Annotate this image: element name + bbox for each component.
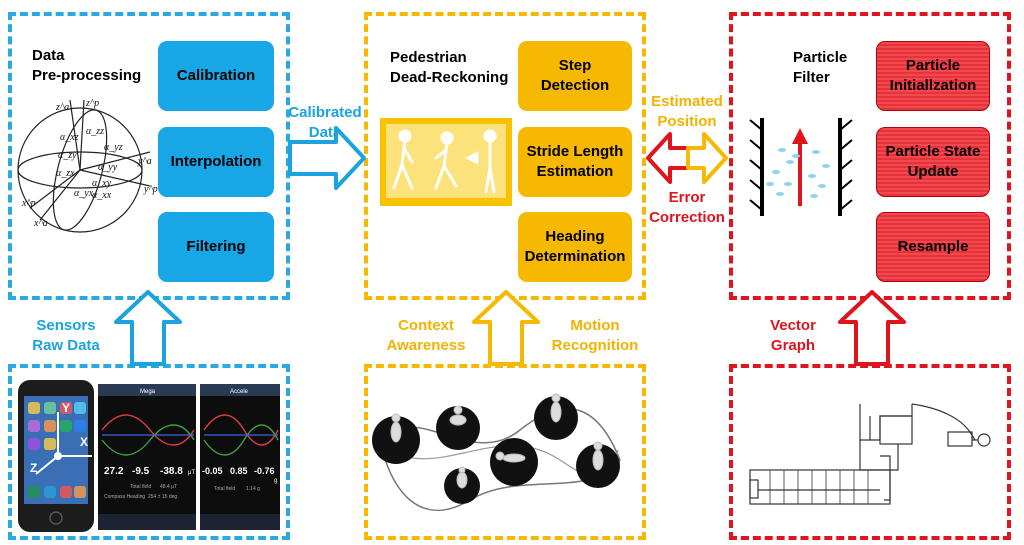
preprocessing-title: Data Pre-processing [32, 47, 142, 84]
filtering-button[interactable]: Filtering [158, 212, 274, 282]
interpolation-button[interactable]: Interpolation [158, 127, 274, 197]
pdr-title: Pedestrian Dead-Reckoning [390, 49, 509, 86]
step-detection-button[interactable]: Step Detection [518, 41, 632, 111]
smartphone-image: Y X Z [18, 380, 94, 532]
motion-recognition-label: Motion Recognition [551, 317, 639, 354]
estimated-position-label: Estimated Position [651, 93, 723, 130]
particle-init-button[interactable]: Particle Initiallzation [876, 41, 990, 111]
mag-unit: μT [188, 470, 195, 476]
phone-axis-x: X [80, 435, 88, 449]
axis-label: y^a [137, 156, 152, 167]
mag-total-label: Total field [130, 484, 151, 490]
acc-value-z: -0.76 [254, 466, 275, 476]
mag-heading-label: Compass Heading [104, 494, 145, 500]
coordinate-frame-figure [17, 99, 151, 233]
floor-plan-image [749, 403, 991, 505]
magnetometer-screen: Mega 27.2 -9.5 -38.8 μT Total field 48.4… [98, 384, 196, 530]
context-up-arrow [472, 290, 540, 366]
calibrated-data-label: Calibrated Data [288, 104, 362, 141]
acc-screen-title: Accele [230, 389, 249, 395]
context-awareness-label: Context Awareness [386, 317, 466, 354]
particle-hallway-figure [749, 118, 853, 216]
phone-axis-z: Z [30, 461, 37, 475]
error-correction-label: Error Correction [649, 189, 725, 226]
phone-axis-y: Y [62, 401, 70, 415]
acc-value-x: -0.05 [202, 466, 223, 476]
particle-filter-panel: Particle Filter Particle Initiallzation … [729, 12, 1011, 300]
mag-value-x: 27.2 [104, 466, 124, 477]
particle-title: Particle Filter [793, 49, 848, 86]
mag-value-y: -9.5 [132, 466, 150, 477]
calibrated-data-arrow [288, 126, 366, 190]
axis-label: α_yz [104, 142, 123, 153]
axis-label: x^p [21, 198, 36, 209]
accelerometer-screen: Accele -0.05 0.85 -0.76 g Total field 1.… [200, 384, 280, 530]
mag-heading-value: 254 ± 15 deg [148, 494, 177, 500]
sensors-raw-data-label: Sensors Raw Data [32, 317, 100, 354]
axis-label: α_yx [74, 188, 94, 199]
axis-label: α_zy [58, 150, 77, 161]
vector-graph-up-arrow [838, 290, 906, 366]
vector-graph-label: Vector Graph [770, 317, 816, 354]
vector-graph-panel [729, 364, 1011, 540]
walking-people-image [380, 118, 512, 206]
acc-total-value: 1.14 g [246, 486, 260, 492]
acc-total-label: Total field [214, 486, 235, 492]
axis-label: α_xy [92, 178, 112, 189]
axis-label: x^a [33, 218, 48, 229]
axis-label: α_yy [98, 162, 118, 173]
particle-update-button[interactable]: Particle State Update [876, 127, 990, 197]
acc-value-y: 0.85 [230, 466, 248, 476]
axis-label: α_zz [86, 126, 104, 137]
axis-label: α_zx [56, 168, 75, 179]
heading-determination-button[interactable]: Heading Determination [518, 212, 632, 282]
mag-screen-title: Mega [140, 389, 156, 395]
sensors-up-arrow [114, 290, 182, 366]
axis-label: α_xz [60, 132, 79, 143]
axis-label: z^p [85, 98, 99, 109]
stride-length-button[interactable]: Stride Length Estimation [518, 127, 632, 197]
acc-unit: g [274, 478, 277, 484]
resample-button[interactable]: Resample [876, 212, 990, 282]
mag-total-value: 48.4 μT [160, 484, 177, 490]
motion-recognition-image [372, 393, 621, 512]
preprocessing-panel: Data Pre-processing Calibration Interpol… [8, 12, 290, 300]
axis-label: α_xx [92, 190, 112, 201]
calibration-button[interactable]: Calibration [158, 41, 274, 111]
mag-value-z: -38.8 [160, 466, 183, 477]
axis-label: y^p [143, 184, 158, 195]
axis-label: z^a [55, 102, 69, 113]
position-feedback-arrows [646, 132, 728, 184]
